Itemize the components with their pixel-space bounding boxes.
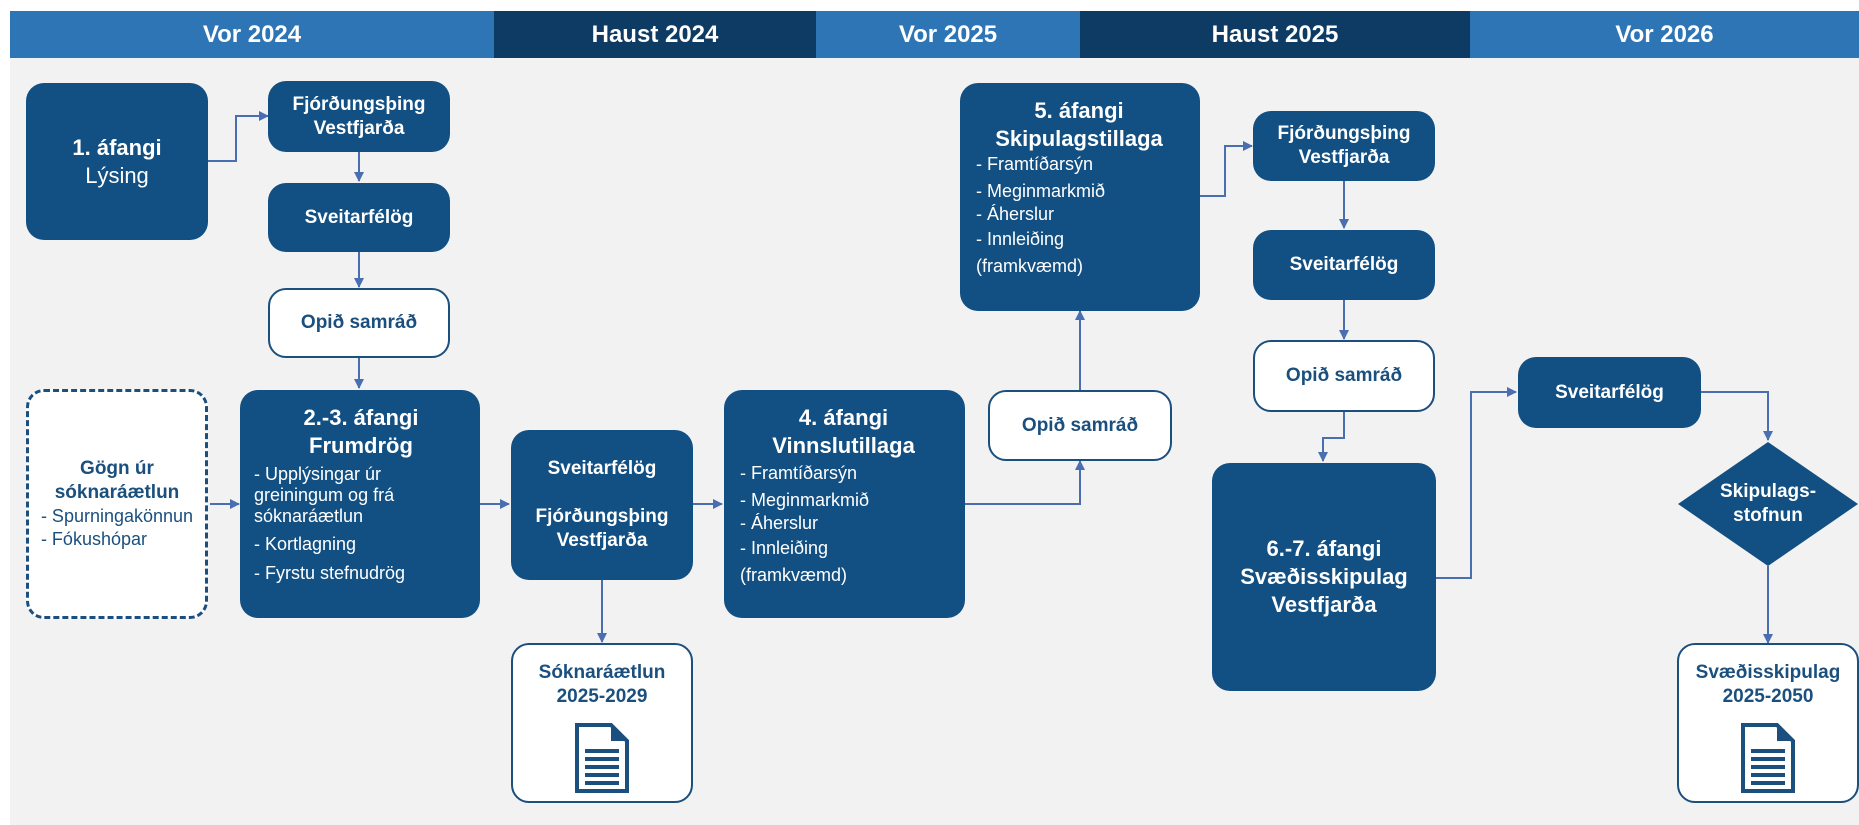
opid1-box: Opið samráð: [268, 288, 450, 358]
phase67-box: 6.-7. áfangi Svæðisskipulag Vestfjarða: [1212, 463, 1436, 691]
arrow-phase4-to-opid2: [965, 460, 1085, 505]
opid3-box: Opið samráð: [1253, 340, 1435, 412]
phase4-subtitle: Vinnslutillaga: [772, 433, 915, 458]
phase23-item: - Kortlagning: [254, 534, 357, 554]
phase5-item: - Meginmarkmið: [976, 181, 1106, 201]
sveitar-fjordung-line2: Fjórðungsþing Vestfjarða: [535, 506, 669, 551]
arrow-phase67-to-sveitar3: [1436, 387, 1517, 579]
phase4-item: - Innleiðing (framkvæmd): [740, 538, 847, 585]
period-haust-2024: Haust 2024: [494, 11, 816, 58]
arrow-opid3-to-phase67: [1318, 412, 1345, 462]
skipulagsstofnun-diamond: [1678, 442, 1858, 566]
phase5-item: - Áherslur: [976, 204, 1055, 224]
phase23-item: - Fyrstu stefnudrög: [254, 563, 406, 583]
phase4-box: 4. áfangi Vinnslutillaga - Framtíðarsýn …: [724, 390, 965, 618]
sveitar1-label: Sveitarfélög: [304, 206, 414, 228]
phase67-subtitle: Svæðisskipulag Vestfjarða: [1240, 564, 1408, 617]
opid2-label: Opið samráð: [1021, 414, 1139, 436]
soknar-doc-box: Sóknaráætlun 2025-2029: [511, 643, 693, 803]
phase1-title: 1. áfangi: [72, 134, 162, 160]
sveitar2-label: Sveitarfélög: [1289, 254, 1399, 275]
phase4-item: - Framtíðarsýn: [740, 463, 858, 483]
period-vor-2026: Vor 2026: [1470, 11, 1859, 58]
sveitar1-box: Sveitarfélög: [268, 183, 450, 252]
soknar-doc-title: Sóknaráætlun 2025-2029: [538, 662, 666, 707]
gogn-item: - Spurningakönnun: [40, 506, 194, 526]
fjordung1-box: Fjórðungsþing Vestfjarða: [268, 81, 450, 152]
phase5-item: - Innleiðing (framkvæmd): [976, 229, 1083, 276]
document-icon: [1741, 723, 1795, 793]
phase23-subtitle: Frumdrög: [309, 433, 413, 458]
phase23-title: 2.-3. áfangi: [303, 405, 419, 430]
sveitar2-box: Sveitarfélög: [1253, 230, 1435, 300]
arrow-phase1-to-fjordung1: [208, 111, 269, 162]
phase1-subtitle: Lýsing: [85, 162, 149, 188]
skipulagsstofnun-label: Skipulags-stofnun: [1719, 481, 1817, 526]
fjordung2-label: Fjórðungsþing Vestfjarða: [1277, 123, 1411, 168]
phase23-box: 2.-3. áfangi Frumdrög - Upplýsingar úr g…: [240, 390, 480, 618]
phase5-item: - Framtíðarsýn: [976, 154, 1094, 174]
document-icon: [575, 723, 629, 793]
arrow-phase5-to-fjordung2: [1200, 141, 1253, 197]
phase4-title: 4. áfangi: [798, 405, 889, 430]
fjordung2-box: Fjórðungsþing Vestfjarða: [1253, 111, 1435, 181]
sveitar-fjordung-box: Sveitarfélög Fjórðungsþing Vestfjarða: [511, 430, 693, 580]
sveitar3-label: Sveitarfélög: [1555, 381, 1664, 403]
arrow-sveitar3-to-skipulagsstofnun: [1701, 391, 1773, 441]
gogn-title: Gögn úr sóknaráætlun: [54, 458, 180, 503]
opid2-box: Opið samráð: [988, 390, 1172, 461]
phase67-title: 6.-7. áfangi: [1266, 536, 1382, 561]
opid3-label: Opið samráð: [1285, 365, 1403, 386]
final-doc-title: Svæðisskipulag 2025-2050: [1695, 662, 1841, 707]
phase4-item: - Meginmarkmið: [740, 490, 870, 510]
gogn-box: Gögn úr sóknaráætlun - Spurningakönnun -…: [26, 389, 208, 619]
final-doc-box: Svæðisskipulag 2025-2050: [1677, 643, 1859, 803]
phase23-item: - Upplýsingar úr greiningum og frá sókna…: [254, 464, 395, 526]
opid1-label: Opið samráð: [300, 312, 418, 333]
phase5-subtitle: Skipulagstillaga: [995, 126, 1163, 151]
period-vor-2025: Vor 2025: [816, 11, 1080, 58]
gogn-item: - Fókushópar: [40, 529, 147, 549]
sveitar3-box: Sveitarfélög: [1518, 357, 1701, 428]
phase5-box: 5. áfangi Skipulagstillaga - Framtíðarsý…: [960, 83, 1200, 311]
fjordung1-label: Fjórðungsþing Vestfjarða: [292, 93, 426, 139]
phase1-box: 1. áfangi Lýsing: [26, 83, 208, 240]
phase5-title: 5. áfangi: [1034, 98, 1124, 123]
sveitar-fjordung-line1: Sveitarfélög: [547, 458, 657, 479]
phase4-item: - Áherslur: [740, 513, 819, 533]
period-vor-2024: Vor 2024: [10, 11, 494, 58]
period-haust-2025: Haust 2025: [1080, 11, 1470, 58]
